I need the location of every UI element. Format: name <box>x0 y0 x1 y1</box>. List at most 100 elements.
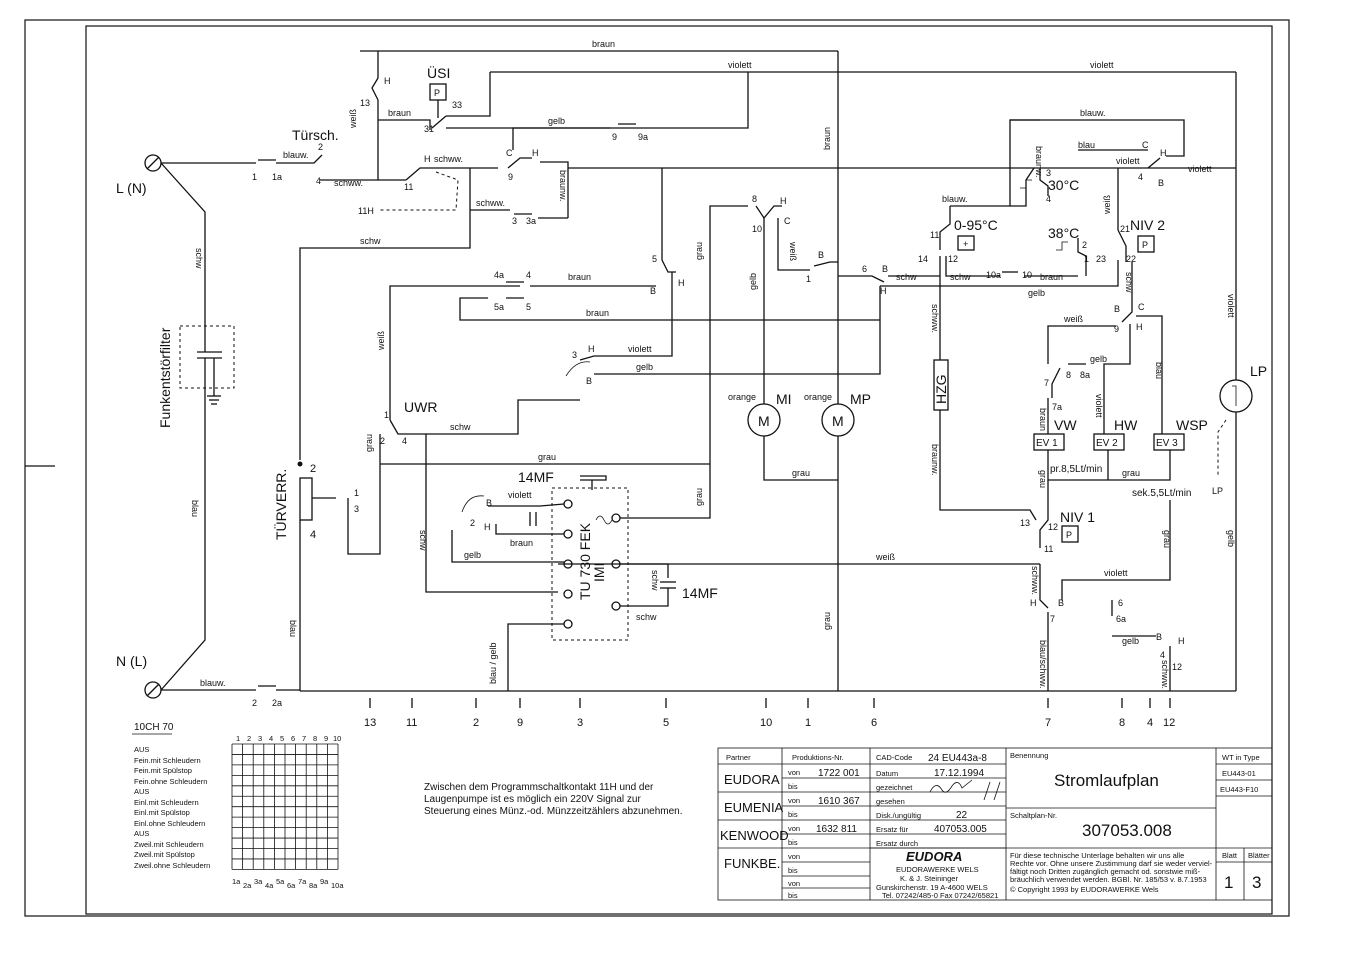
program-col: 3 <box>258 734 262 743</box>
program-row: AUS <box>134 829 149 838</box>
contact-9c-h: H <box>532 148 539 158</box>
wire-5a-loop <box>459 297 880 321</box>
bottom-number: 3 <box>577 717 583 729</box>
wire-label-gelb-6a: gelb <box>1122 636 1139 646</box>
program-row: Zweil.mit Schleudern <box>134 840 204 849</box>
tb-schaltplan-label: Schaltplan-Nr. <box>1010 811 1057 820</box>
bottom-number: 1 <box>805 717 811 729</box>
tb-von: von <box>788 852 800 861</box>
timer-cap-label: 14MF <box>518 469 554 485</box>
note-line: Steuerung eines Münz.-od. Münzzeitzähler… <box>424 806 682 817</box>
motor-mp-label: MP <box>850 391 871 407</box>
tb-bis: bis <box>788 891 798 900</box>
contact-5a: 5a <box>494 302 504 312</box>
wire-label-schw-uwr: schw <box>450 422 471 432</box>
tb-gesehen-label: gesehen <box>876 797 905 806</box>
timer-contact-b: B <box>486 498 492 508</box>
usi-contact <box>431 115 447 129</box>
wire-label-schww-heater: schww. <box>930 304 940 333</box>
tb-wt-label: WT in Type <box>1222 753 1260 762</box>
timer-contact-h: H <box>484 522 491 532</box>
tb-company-line: Gunskirchenstr. 19 A-4600 WELS <box>876 883 988 892</box>
wire-label-braun-10: braun <box>1040 272 1063 282</box>
wire-11h-dash <box>378 171 459 211</box>
wire-label-schww-1: schww. <box>334 178 363 188</box>
thermo-30-3: 3 <box>1046 168 1051 178</box>
wire-label-braun-vw: braun <box>1038 408 1048 431</box>
tb-company-line: Tel. 07242/485-0 Fax 07242/65821 <box>882 891 998 900</box>
contact-3hb-b: B <box>586 376 592 386</box>
tb-cad-header: CAD-Code <box>876 753 912 762</box>
flow1-label: pr.8,5Lt/min <box>1050 464 1102 475</box>
contact-11-hlabel: H <box>424 154 431 164</box>
tb-wt-value: EU443-F10 <box>1220 785 1258 794</box>
tb-prod-header: Produktions-Nr. <box>792 753 844 762</box>
pump-lp-alt <box>1217 419 1227 476</box>
contact-3hb <box>579 272 673 361</box>
contact-3a: 3a <box>526 216 536 226</box>
thermo-38-symbol <box>1056 241 1068 251</box>
wire-blauw-top <box>1010 119 1185 157</box>
niv2-21: 21 <box>1120 224 1130 234</box>
contact-3hb-3: 3 <box>572 350 577 360</box>
program-subcol: 10a <box>331 881 344 890</box>
filter-label: Funkentstörfilter <box>157 327 173 428</box>
tb-partner-header: Partner <box>726 753 751 762</box>
terminal-n-cross <box>146 683 160 697</box>
contact-10: 10 <box>1022 270 1032 280</box>
tb-ersatz-fuer-value: 407053.005 <box>934 824 987 835</box>
wire-niv1-grau <box>1061 500 1171 600</box>
program-row: Zweil.mit Spülstop <box>134 850 195 859</box>
tb-outer <box>717 747 1273 901</box>
door-lock-label: TÜRVERR. <box>272 469 289 540</box>
wire-label-grau-mi: grau <box>792 468 810 478</box>
program-row: Zweil.ohne Schleudern <box>134 861 210 870</box>
contact-9c-c: C <box>506 148 513 158</box>
tb-bis: bis <box>788 866 798 875</box>
contact-6: 6 <box>862 264 867 274</box>
tb-bis: bis <box>788 810 798 819</box>
wire-gelb-row <box>880 260 1119 287</box>
contact-412-12: 12 <box>1172 662 1182 672</box>
title-block <box>717 747 1273 901</box>
lock-contact-1: 1 <box>354 488 359 498</box>
contact-8hc-c: C <box>784 216 791 226</box>
contact-9c <box>507 157 532 169</box>
wire-heater-down <box>939 410 1037 521</box>
program-col: 1 <box>236 734 240 743</box>
tb-benennung-value: Stromlaufplan <box>1054 771 1159 790</box>
tb-disk-value: 22 <box>956 810 968 821</box>
contact-3: 3 <box>512 216 517 226</box>
contact-11-h <box>405 167 430 181</box>
tb-legal-line: Für diese technische Unterlage behalten … <box>1010 851 1184 860</box>
niv1-box <box>1061 525 1079 543</box>
wire-label-gelb-8: gelb <box>1090 354 1107 364</box>
contact-412-h: H <box>1178 636 1185 646</box>
thermo-adj-label: 0-95°C <box>954 217 998 233</box>
program-row: AUS <box>134 745 149 754</box>
wire-usi-out <box>446 72 749 129</box>
wire-label-weiss-13: weiß <box>348 108 358 129</box>
niv1-12: 12 <box>1048 522 1058 532</box>
valve-ev1-label: EV 1 <box>1036 438 1058 449</box>
tb-blaetter-label: Blätter <box>1248 851 1270 860</box>
contact-6a: 6a <box>1116 614 1126 624</box>
contact-chb-c: C <box>1142 140 1149 150</box>
door-contact-4: 4 <box>316 176 321 186</box>
valve-ev2 <box>1093 433 1125 451</box>
contact-hb7-h: H <box>1030 598 1037 608</box>
tb-blaetter-value: 3 <box>1252 873 1261 892</box>
contact-6-h: H <box>880 286 887 296</box>
program-subcol: 8a <box>309 881 318 890</box>
timer-bh-contact <box>488 503 565 507</box>
tb-prod-number: 1722 001 <box>818 768 860 779</box>
contact-13: 13 <box>360 98 370 108</box>
wire-label-violett-timer: violett <box>508 490 532 500</box>
valve-ev2-label: EV 2 <box>1096 438 1118 449</box>
wire-label-schww-3: schww. <box>476 198 505 208</box>
program-row: Fein.ohne Schleudern <box>134 777 207 786</box>
wire-label-weiss-uwr: weiß <box>376 330 386 351</box>
tb-ersatz-durch-label: Ersatz durch <box>876 839 918 848</box>
wire-label-gelb-mi: gelb <box>748 273 758 290</box>
wire-label-violett-niv1: violett <box>1104 568 1128 578</box>
